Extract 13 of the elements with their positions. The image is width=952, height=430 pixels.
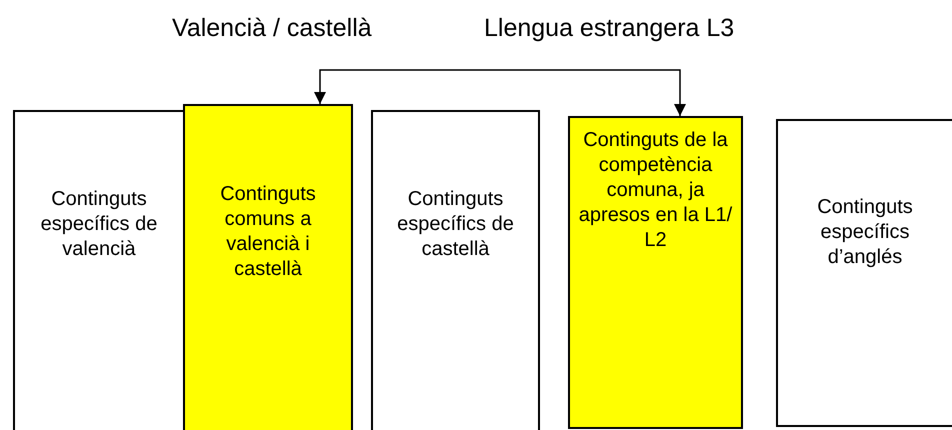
content-box	[568, 116, 743, 429]
box-text: Continguts de la competència comuna, ja apresos en la L1/ L2	[578, 128, 734, 253]
content-box	[13, 110, 185, 430]
box-text: Continguts específics de valencià	[40, 187, 158, 262]
content-box	[371, 110, 540, 430]
content-box	[183, 104, 353, 430]
bracket-arrow	[314, 69, 686, 116]
content-box	[776, 119, 952, 427]
column-heading: Llengua estrangera L3	[484, 14, 734, 43]
box-text: Continguts específics d’anglés	[816, 195, 914, 270]
box-text: Continguts específics de castellà	[396, 187, 515, 262]
column-heading: Valencià / castellà	[172, 14, 372, 43]
box-text: Continguts comuns a valencià i castellà	[219, 182, 317, 282]
